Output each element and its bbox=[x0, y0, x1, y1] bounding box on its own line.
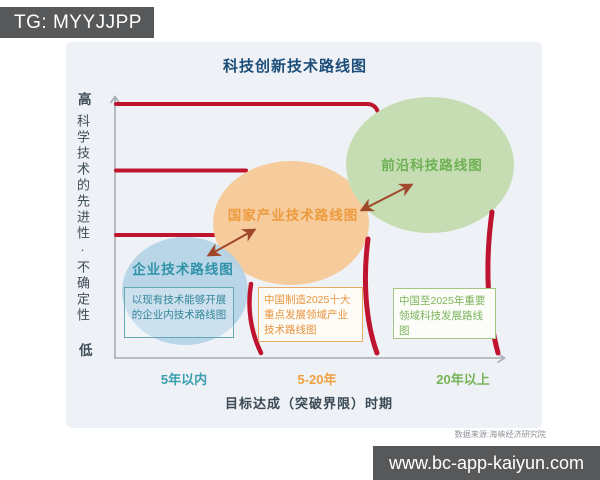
note-text-national: 中国制造2025十大重点发展领域产业技术路线图 bbox=[264, 294, 351, 336]
note-box-frontier: 中国至2025年重要领域科技发展路线图 bbox=[393, 288, 496, 339]
y-axis-low-label: 低 bbox=[79, 343, 93, 358]
watermark-top-text: TG: MYYJJPP bbox=[14, 11, 142, 33]
red-boundary-line-top bbox=[114, 102, 380, 113]
note-box-national: 中国制造2025十大重点发展领域产业技术路线图 bbox=[258, 287, 363, 342]
note-text-enterprise: 以现有技术能够开展的企业内技术路线图 bbox=[131, 294, 227, 321]
arrow-national-to-frontier-icon bbox=[359, 183, 414, 212]
red-boundary-arc-2 bbox=[362, 236, 380, 356]
y-axis-label: 科学技术的先进性·不确定性 bbox=[75, 114, 90, 324]
ellipse-label-frontier: 前沿科技路线图 bbox=[381, 158, 483, 173]
note-box-enterprise: 以现有技术能够开展的企业内技术路线图 bbox=[124, 287, 234, 338]
x-axis-arrow-icon bbox=[497, 352, 506, 364]
y-axis-arrow-icon bbox=[109, 95, 121, 104]
x-tick-5-20-years: 5-20年 bbox=[297, 372, 337, 387]
watermark-bottom-text: www.bc-app-kaiyun.com bbox=[388, 452, 585, 473]
x-axis-title: 目标达成（突破界限）时期 bbox=[224, 396, 393, 411]
y-axis-high-label: 高 bbox=[78, 92, 92, 107]
page-title: 科技创新技术路线图 bbox=[222, 58, 367, 75]
ellipse-enterprise bbox=[122, 237, 248, 345]
x-tick-over-20-years: 20年以上 bbox=[436, 372, 490, 387]
note-text-frontier: 中国至2025年重要领域科技发展路线图 bbox=[399, 295, 486, 337]
ellipse-label-national: 国家产业技术路线图 bbox=[227, 208, 359, 223]
x-tick-under-5-years: 5年以内 bbox=[160, 372, 208, 387]
ellipse-label-enterprise: 企业技术路线图 bbox=[132, 262, 234, 277]
watermark-bottom-banner: www.bc-app-kaiyun.com bbox=[373, 446, 600, 480]
watermark-top-banner: TG: MYYJJPP bbox=[0, 7, 154, 38]
arrow-enterprise-to-national-icon bbox=[206, 228, 257, 257]
data-source-note: 数据来源:海峡经济研究院 bbox=[454, 429, 546, 439]
red-boundary-arc-1 bbox=[247, 281, 264, 356]
